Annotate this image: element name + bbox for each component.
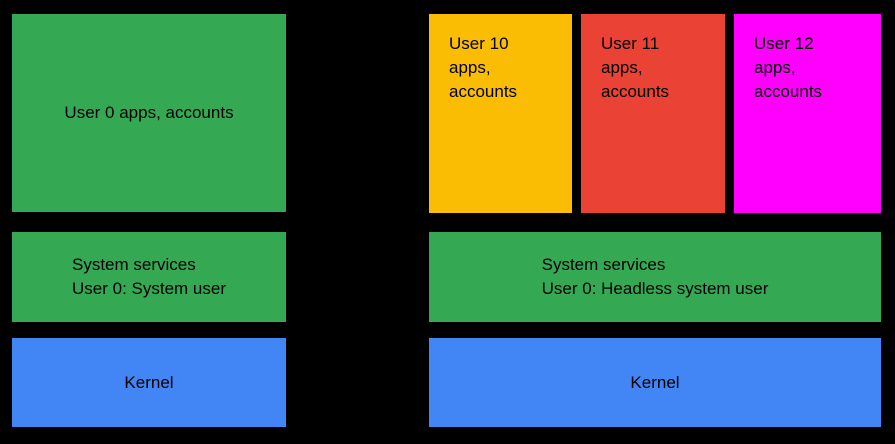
user-11-apps-box: User 11 apps, accounts	[581, 14, 725, 213]
kernel-label-left: Kernel	[124, 372, 174, 392]
user-0-apps-label: User 0 apps, accounts	[64, 103, 234, 122]
user-11-apps-label: User 11 apps, accounts	[601, 34, 670, 101]
user-0-apps-box: User 0 apps, accounts	[12, 14, 286, 212]
system-services-label-left: System services User 0: System user	[72, 255, 226, 298]
system-services-box-right: System services User 0: Headless system …	[429, 232, 881, 322]
user-12-apps-label: User 12 apps, accounts	[754, 34, 823, 101]
user-12-apps-box: User 12 apps, accounts	[734, 14, 881, 213]
system-services-label-right: System services User 0: Headless system …	[541, 255, 769, 298]
kernel-box-left: Kernel	[12, 338, 286, 427]
user-10-apps-box: User 10 apps, accounts	[429, 14, 572, 213]
kernel-label-right: Kernel	[630, 372, 680, 392]
kernel-box-right: Kernel	[429, 338, 881, 427]
system-services-box-left: System services User 0: System user	[12, 232, 286, 322]
user-10-apps-label: User 10 apps, accounts	[449, 34, 518, 101]
